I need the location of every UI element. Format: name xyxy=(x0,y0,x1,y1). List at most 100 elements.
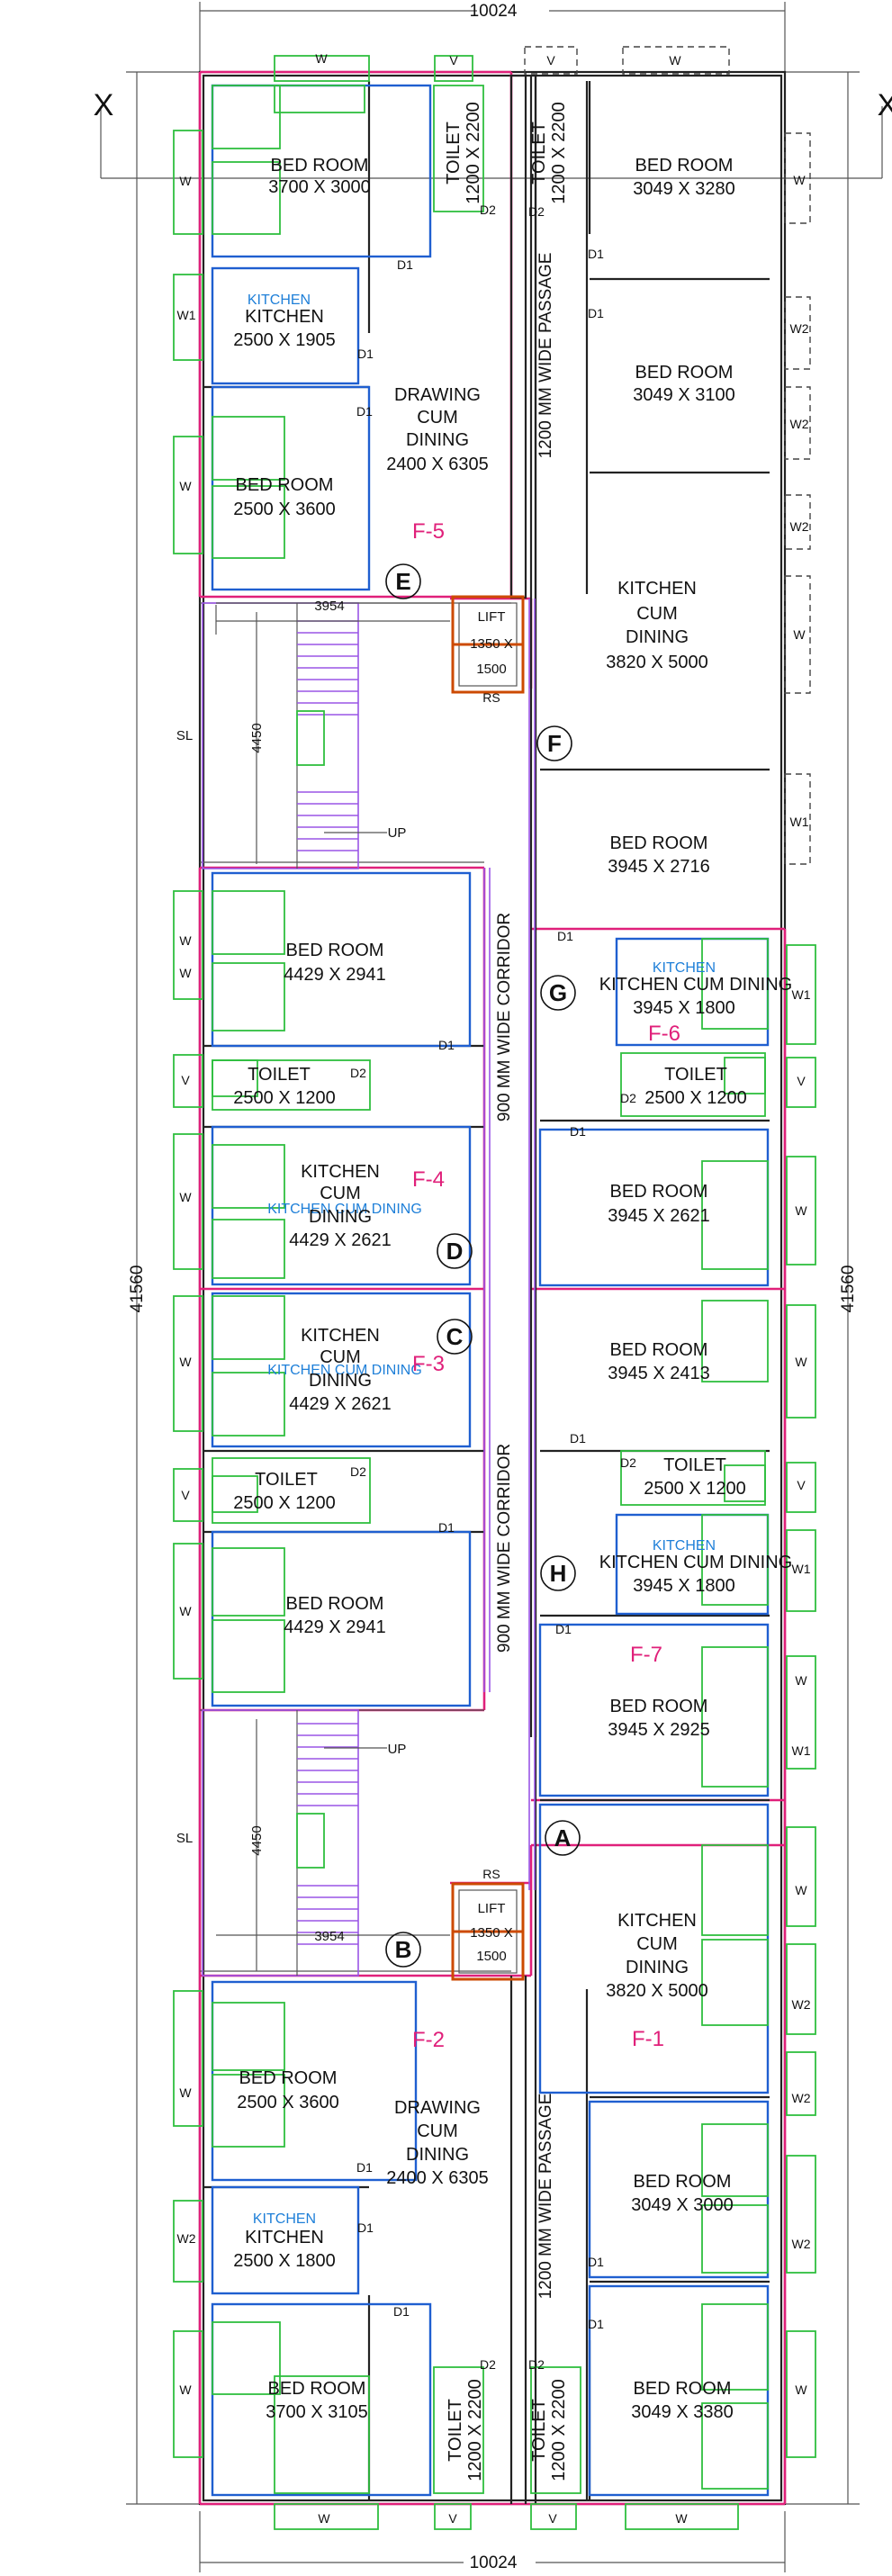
ventilator-tag: V xyxy=(181,1073,190,1087)
room-size: 3700 X 3105 xyxy=(266,2402,367,2422)
room-name: KITCHEN xyxy=(245,2228,324,2247)
room-name: KITCHEN xyxy=(617,1911,697,1931)
room-name: BED ROOM xyxy=(286,1594,384,1614)
stair-upper-length: 4450 xyxy=(249,723,265,752)
door-tag: D1 xyxy=(357,2220,374,2235)
room-name: BED ROOM xyxy=(268,2379,366,2399)
window-tag: W2 xyxy=(177,2231,196,2246)
window-tag: W xyxy=(793,627,806,642)
room-size: 2500 X 1200 xyxy=(233,1088,335,1108)
room-name-2: CUM xyxy=(320,1184,361,1203)
door-tag: D1 xyxy=(557,929,573,943)
room-name-3: DINING xyxy=(406,2145,469,2165)
ventilator-tag: V xyxy=(181,1488,190,1502)
room-name-2: CUM xyxy=(636,604,678,624)
corridor-upper-label: 900 MM WIDE CORRIDOR xyxy=(495,913,514,1121)
window-tag: W xyxy=(318,2511,330,2526)
stair-lower-length: 4450 xyxy=(249,1825,265,1855)
window-tag: W2 xyxy=(790,321,809,336)
door-tag: D1 xyxy=(393,2304,410,2319)
lift-upper xyxy=(451,595,525,694)
furniture-and-windows xyxy=(173,55,816,2530)
room-name: TOILET xyxy=(255,1470,318,1490)
lift-lower xyxy=(451,1882,525,1981)
door-tag: D2 xyxy=(350,1066,366,1080)
room-name: KITCHEN xyxy=(617,579,697,599)
ventilator-tag: V xyxy=(548,2511,557,2526)
lift-upper-size1: 1350 X xyxy=(470,636,513,652)
room-name: KITCHEN CUM DINING xyxy=(599,975,792,995)
room-name: BED ROOM xyxy=(634,2379,732,2399)
flat-label: F-1 xyxy=(632,2027,664,2051)
room-name: BED ROOM xyxy=(635,156,734,176)
room-tag: KITCHEN xyxy=(253,2211,316,2227)
window-tag: W xyxy=(179,174,192,188)
stair-lower xyxy=(202,1709,450,1977)
lift-upper-size2: 1500 xyxy=(476,662,506,677)
room-size: 3049 X 3280 xyxy=(633,179,734,199)
window-tag: W xyxy=(179,1355,192,1369)
room-size: 2400 X 6305 xyxy=(386,455,488,474)
window-tag: W xyxy=(179,1604,192,1618)
room-name: BED ROOM xyxy=(610,1697,708,1716)
window-tag: W xyxy=(179,2382,192,2397)
door-tag: D2 xyxy=(620,1455,636,1470)
room-size: 2500 X 1200 xyxy=(644,1479,745,1499)
room-tag: KITCHEN xyxy=(248,293,311,308)
marker: E xyxy=(395,568,410,595)
flat-labels: F-1 F-2 F-3 F-4 F-5 F-6 F-7 xyxy=(412,519,680,2052)
room-name: KITCHEN xyxy=(301,1162,380,1182)
ventilator-tag: V xyxy=(797,1074,806,1088)
outer-walls xyxy=(198,70,787,2506)
window-tag: W xyxy=(179,966,192,980)
room-name: TOILET xyxy=(446,2399,465,2462)
stair-lower-width: 3954 xyxy=(314,1929,344,1944)
window-tag: W xyxy=(795,1673,807,1688)
room-size: 3945 X 1800 xyxy=(633,998,734,1018)
room-name-2: CUM xyxy=(636,1934,678,1954)
door-tag: D1 xyxy=(588,306,604,320)
door-tag: D2 xyxy=(528,2357,545,2372)
room-size: 3945 X 1800 xyxy=(633,1576,734,1596)
room-name: BED ROOM xyxy=(286,941,384,960)
room-size: 1200 X 2200 xyxy=(464,102,483,203)
room-name: TOILET xyxy=(529,122,549,185)
dashed-windows xyxy=(524,46,811,865)
window-tag: W xyxy=(179,1190,192,1204)
room-size: 3820 X 5000 xyxy=(606,653,707,672)
room-name-2: CUM xyxy=(320,1347,361,1367)
window-tag: W xyxy=(179,933,192,948)
marker: F xyxy=(547,730,562,757)
room-name: BED ROOM xyxy=(634,2172,732,2192)
room-size: 2500 X 1800 xyxy=(233,2251,335,2271)
room-name: DRAWING xyxy=(394,385,481,405)
door-tag: D1 xyxy=(570,1124,586,1139)
window-tag: W2 xyxy=(790,417,809,431)
grid-markers: A B C D E F G H xyxy=(385,563,581,1968)
corridor-lower-label: 900 MM WIDE CORRIDOR xyxy=(495,1444,514,1653)
door-tag: D1 xyxy=(356,2160,373,2175)
lift-lower-size2: 1500 xyxy=(476,1949,506,1964)
ventilator-tag: V xyxy=(546,53,555,68)
room-size: 2500 X 1200 xyxy=(233,1493,335,1513)
room-name-2: CUM xyxy=(417,408,458,428)
window-tag: W xyxy=(675,2511,688,2526)
lift-lower-size1: 1350 X xyxy=(470,1925,513,1941)
window-tag: W1 xyxy=(790,815,809,829)
room-name-2: CUM xyxy=(417,2121,458,2141)
room-name: BED ROOM xyxy=(239,2068,338,2088)
overall-length-left: 41560 xyxy=(128,1265,147,1313)
room-name: TOILET xyxy=(529,2399,549,2462)
door-tag: D2 xyxy=(480,203,496,217)
window-tag: W xyxy=(179,479,192,493)
window-tag: W xyxy=(793,173,806,187)
door-tag: D1 xyxy=(357,347,374,361)
room-name: KITCHEN CUM DINING xyxy=(599,1553,792,1572)
door-tag: D2 xyxy=(528,204,545,219)
room-size: 4429 X 2941 xyxy=(284,965,385,985)
stair-lower-sl: SL xyxy=(176,1831,193,1846)
lift-upper-rs: RS xyxy=(482,690,500,705)
window-tag: W2 xyxy=(792,2091,811,2105)
room-size: 3049 X 3000 xyxy=(631,2195,733,2215)
